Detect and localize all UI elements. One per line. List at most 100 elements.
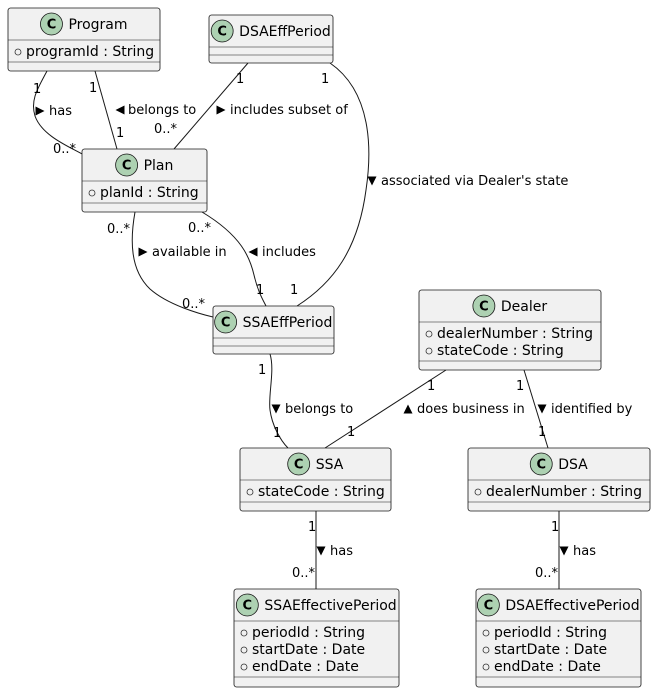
public-visibility-icon bbox=[482, 663, 490, 671]
class-box bbox=[208, 14, 334, 64]
class-badge-letter: C bbox=[536, 458, 546, 473]
relation-ssaeff-ssa-belongs: 1 1 belongs to bbox=[258, 353, 353, 449]
relation-line bbox=[324, 369, 447, 449]
multiplicity-target: 1 bbox=[538, 425, 546, 440]
public-visibility-icon bbox=[240, 629, 248, 637]
public-visibility-icon bbox=[474, 488, 482, 496]
class-badge-icon bbox=[40, 12, 63, 36]
class-badge-icon bbox=[476, 593, 500, 617]
multiplicity-source: 1 bbox=[236, 72, 244, 87]
multiplicity-source: 1 bbox=[516, 379, 524, 394]
direction-arrow-icon bbox=[248, 247, 258, 257]
class-attribute: programId : String bbox=[26, 44, 154, 60]
multiplicity-target: 1 bbox=[347, 425, 355, 440]
class-attribute: periodId : String bbox=[494, 625, 607, 641]
multiplicity-target: 0..* bbox=[154, 122, 178, 137]
relation-ssa-ssaep-has: 1 0..* has bbox=[292, 511, 353, 589]
public-visibility-icon bbox=[14, 48, 22, 56]
relation-label: has bbox=[573, 544, 596, 559]
relation-label: has bbox=[330, 544, 353, 559]
direction-arrow-icon bbox=[367, 176, 377, 186]
class-badge-icon bbox=[529, 452, 553, 476]
class-attribute: dealerNumber : String bbox=[486, 484, 642, 500]
relation-label: available in bbox=[152, 245, 227, 260]
multiplicity-target: 0..* bbox=[182, 297, 206, 312]
class-name: DSA bbox=[558, 457, 588, 473]
multiplicity-source: 0..* bbox=[107, 222, 131, 237]
public-visibility-icon bbox=[425, 330, 433, 338]
relation-label: has bbox=[49, 104, 72, 119]
class-attribute: endDate : Date bbox=[494, 659, 601, 675]
class-badge-letter: C bbox=[243, 599, 253, 614]
class-box bbox=[233, 588, 400, 688]
relation-label: includes bbox=[262, 245, 316, 260]
relation-dsaeff-plan-subset: 1 0..* includes subset of bbox=[154, 62, 348, 150]
multiplicity-target: 0..* bbox=[292, 566, 316, 581]
public-visibility-icon bbox=[240, 646, 248, 654]
multiplicity-target: 0..* bbox=[535, 566, 559, 581]
class-attribute: planId : String bbox=[100, 185, 199, 201]
class-badge-letter: C bbox=[47, 18, 57, 33]
class-name: Plan bbox=[144, 158, 174, 174]
class-name: Dealer bbox=[501, 299, 547, 315]
relation-program-plan-has: 1 0..* has bbox=[33, 70, 83, 157]
multiplicity-source: 0..* bbox=[188, 221, 212, 236]
class-badge-icon bbox=[214, 310, 238, 334]
relation-label: does business in bbox=[417, 402, 525, 417]
multiplicity-source: 1 bbox=[258, 363, 266, 378]
direction-arrow-icon bbox=[216, 105, 226, 115]
class-name: SSA bbox=[316, 457, 344, 473]
direction-arrow-icon bbox=[559, 546, 569, 556]
direction-arrow-icon bbox=[138, 247, 148, 257]
relation-line bbox=[94, 70, 118, 150]
class-badge-letter: C bbox=[294, 458, 304, 473]
direction-arrow-icon bbox=[35, 106, 45, 116]
relation-line bbox=[269, 353, 289, 449]
class-attribute: startDate : Date bbox=[494, 642, 607, 658]
class-badge-icon bbox=[472, 294, 496, 318]
class-box bbox=[475, 588, 642, 688]
class-attribute: dealerNumber : String bbox=[437, 326, 593, 342]
class-box bbox=[467, 447, 651, 512]
relation-dealer-ssa-business: 1 1 does business in bbox=[324, 369, 525, 449]
class-attribute: startDate : Date bbox=[252, 642, 365, 658]
class-badge-letter: C bbox=[217, 25, 227, 40]
public-visibility-icon bbox=[425, 347, 433, 355]
class-badge-icon bbox=[115, 153, 139, 177]
class-box bbox=[212, 305, 335, 355]
multiplicity-target: 0..* bbox=[53, 142, 77, 157]
relation-line bbox=[201, 211, 267, 307]
direction-arrow-icon bbox=[316, 546, 326, 556]
relation-label: associated via Dealer's state bbox=[381, 174, 568, 189]
public-visibility-icon bbox=[88, 189, 96, 197]
multiplicity-source: 1 bbox=[551, 520, 559, 535]
relation-line bbox=[33, 70, 83, 155]
multiplicity-target: 1 bbox=[116, 126, 124, 141]
class-box bbox=[239, 447, 392, 512]
multiplicity-source: 1 bbox=[33, 82, 41, 97]
relation-dsa-dsaep-has: 1 0..* has bbox=[535, 511, 596, 589]
relation-label: includes subset of bbox=[230, 103, 348, 118]
relation-label: belongs to bbox=[285, 402, 353, 417]
public-visibility-icon bbox=[246, 488, 254, 496]
class-dsa: C DSA dealerNumber : String bbox=[467, 447, 651, 512]
class-badge-icon bbox=[235, 593, 259, 617]
multiplicity-source: 1 bbox=[308, 520, 316, 535]
class-badge-letter: C bbox=[221, 316, 231, 331]
multiplicity-target: 1 bbox=[256, 283, 264, 298]
direction-arrow-icon bbox=[271, 404, 281, 414]
relation-line bbox=[131, 211, 214, 318]
class-box bbox=[418, 289, 602, 371]
